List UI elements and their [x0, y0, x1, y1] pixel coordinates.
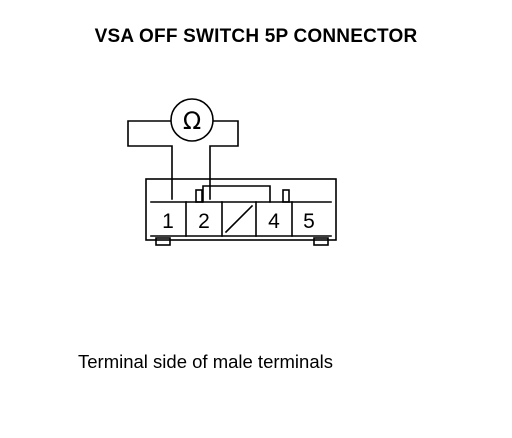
- terminal-label-2: 2: [198, 210, 210, 233]
- latch-slot-left: [195, 189, 203, 203]
- ohmmeter-icon: Ω: [170, 98, 214, 142]
- test-lead-right: [209, 120, 239, 200]
- terminal-label-5: 5: [303, 210, 315, 233]
- empty-cavity-slash: [224, 204, 254, 234]
- terminal-label-1: 1: [162, 210, 174, 233]
- terminal-label-4: 4: [268, 210, 280, 233]
- connector-latch: [202, 185, 271, 203]
- connector-housing: [145, 178, 337, 241]
- connector-foot-left: [155, 237, 171, 246]
- connector-foot-right: [313, 237, 329, 246]
- latch-slot-right: [282, 189, 290, 203]
- diagram-title: VSA OFF SWITCH 5P CONNECTOR: [94, 26, 418, 47]
- diagram-caption: Terminal side of male terminals: [78, 351, 333, 372]
- test-lead-left: [127, 120, 173, 200]
- ohm-symbol: Ω: [183, 107, 201, 135]
